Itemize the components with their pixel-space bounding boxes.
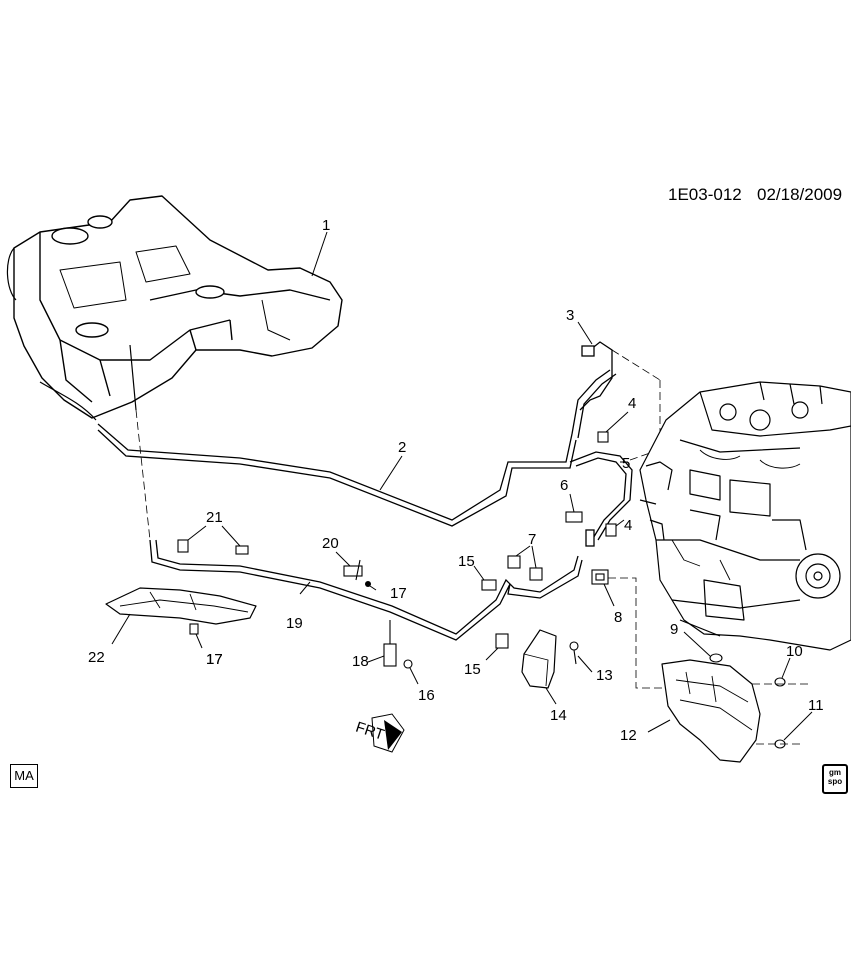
callout-13: 13	[596, 667, 613, 684]
callout-17: 17	[206, 651, 223, 668]
callout-18: 18	[352, 653, 369, 670]
callout-21: 21	[206, 509, 223, 526]
leader-21a	[187, 525, 207, 541]
bracket-14	[521, 629, 557, 689]
leader-21b	[221, 525, 241, 547]
callout-15: 15	[464, 661, 481, 678]
diagram-date: 02/18/2009	[757, 185, 842, 204]
leader-10	[781, 657, 791, 679]
leader-8	[603, 583, 615, 607]
dash-8	[608, 577, 680, 689]
leader-15a	[473, 565, 485, 581]
washer-9	[709, 653, 723, 663]
clip-6	[565, 511, 583, 523]
leader-16	[409, 667, 419, 685]
nut-17-a	[189, 623, 199, 635]
bracket-20	[343, 559, 363, 581]
logo-line-2: spo	[827, 777, 843, 786]
callout-7: 7	[528, 531, 536, 548]
heat-shield-22	[105, 587, 257, 625]
clip-4-lower	[605, 523, 617, 537]
callout-10: 10	[786, 643, 803, 660]
leader-15b	[485, 647, 499, 661]
diagram-code: 1E03-012	[668, 185, 742, 204]
leader-17b	[369, 585, 377, 591]
leader-7b	[531, 545, 537, 569]
callout-15: 15	[458, 553, 475, 570]
leader-1	[311, 231, 328, 277]
callout-16: 16	[418, 687, 435, 704]
leader-19	[299, 581, 311, 595]
leader-12	[647, 719, 671, 733]
nut-10	[774, 677, 786, 687]
fuel-pipe-3	[579, 341, 613, 411]
fuel-pipe-5	[569, 451, 633, 547]
leader-17a	[195, 633, 203, 649]
callout-14: 14	[550, 707, 567, 724]
callout-9: 9	[670, 621, 678, 638]
corner-tag: MA	[10, 764, 38, 788]
leader-6	[569, 493, 575, 513]
engine-assembly	[639, 381, 851, 651]
fuel-feed-pipe	[97, 369, 617, 527]
bolt-13	[569, 641, 579, 665]
heat-shield-12	[661, 659, 761, 763]
leader-22	[111, 613, 131, 645]
nut-16	[403, 659, 413, 669]
leader-4a	[605, 411, 629, 433]
insulator-7	[507, 555, 543, 581]
callout-19: 19	[286, 615, 303, 632]
connector-8	[591, 569, 609, 585]
callout-3: 3	[566, 307, 574, 324]
clip-4-upper	[597, 431, 609, 443]
leader-18	[367, 655, 385, 663]
callout-12: 12	[620, 727, 637, 744]
callout-17: 17	[390, 585, 407, 602]
fuel-tank	[6, 195, 343, 421]
leader-20	[335, 551, 351, 567]
callout-17: 17	[206, 651, 223, 668]
fuel-return-pipe	[149, 539, 583, 641]
callout-20: 20	[322, 535, 339, 552]
leader-14	[545, 687, 557, 705]
leader-7a	[515, 545, 531, 557]
gm-spo-logo: gm spo	[822, 764, 848, 794]
callout-22: 22	[88, 649, 105, 666]
front-direction-marker: FRT	[354, 713, 405, 753]
bracket-18	[383, 620, 397, 667]
callout-5: 5	[622, 455, 630, 472]
callout-2: 2	[398, 439, 406, 456]
clip-15	[481, 579, 509, 649]
logo-line-1: gm	[829, 768, 841, 777]
leader-2	[379, 455, 403, 491]
leader-13	[577, 655, 593, 673]
dash-19	[135, 409, 151, 541]
leader-4b	[615, 519, 625, 527]
callout-4: 4	[624, 517, 632, 534]
callout-6: 6	[560, 477, 568, 494]
callout-8: 8	[614, 609, 622, 626]
leader-11	[783, 711, 813, 741]
leader-3	[577, 321, 593, 345]
nut-17-b	[365, 581, 371, 587]
dash-3	[611, 349, 661, 381]
callout-4: 4	[628, 395, 636, 412]
callout-1: 1	[322, 217, 330, 234]
clip-21	[177, 539, 249, 555]
leader-9	[683, 631, 711, 657]
callout-11: 11	[808, 697, 824, 714]
dash-5	[629, 445, 671, 461]
